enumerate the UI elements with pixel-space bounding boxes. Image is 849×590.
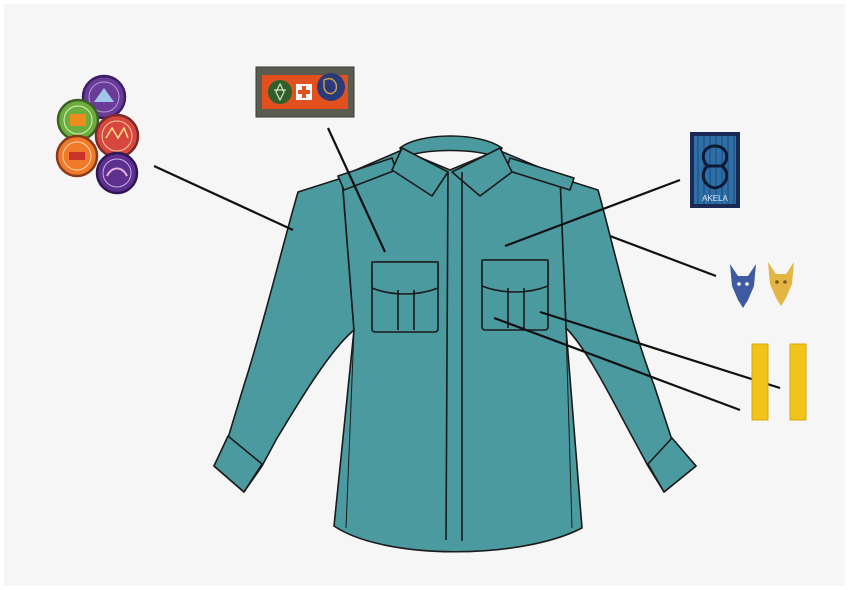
fox-head-icon — [730, 264, 756, 308]
shirt-body — [334, 150, 582, 552]
rank-stripes — [752, 344, 806, 420]
fox-head-icon — [768, 262, 794, 306]
shirt — [214, 136, 696, 552]
round-badges-cluster — [57, 76, 138, 193]
pack-badge: AKELA — [690, 132, 740, 208]
violet-badge — [97, 153, 137, 193]
stripe-right — [790, 344, 806, 420]
green-badge — [58, 100, 98, 140]
stripe-left — [752, 344, 768, 420]
line-fox-badges — [610, 236, 716, 276]
swiss-cross-icon — [296, 84, 312, 100]
group-patch — [256, 67, 354, 117]
red-badge — [96, 115, 138, 157]
right-pocket — [482, 260, 548, 330]
trefoil-icon — [317, 73, 345, 101]
pack-badge-text: AKELA — [702, 194, 728, 203]
line-stripe-upper — [540, 312, 780, 388]
line-round-badges — [154, 166, 293, 230]
orange-badge — [57, 136, 97, 176]
trefoil-icon — [268, 80, 292, 104]
left-pocket — [372, 262, 438, 332]
